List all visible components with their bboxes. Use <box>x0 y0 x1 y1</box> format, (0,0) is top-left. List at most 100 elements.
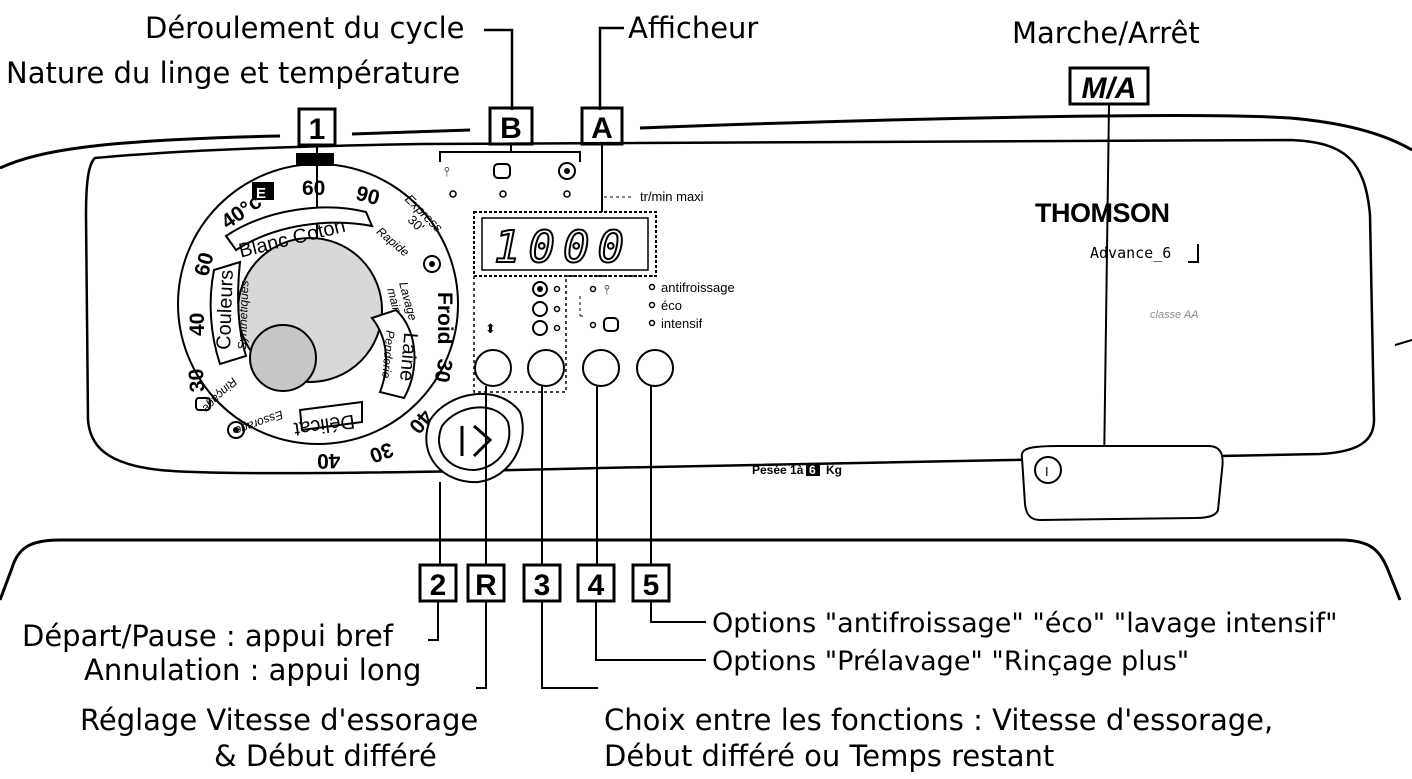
hand-wash-icon <box>423 255 441 273</box>
power-button[interactable]: I <box>1020 445 1224 522</box>
model-bracket <box>1188 244 1199 263</box>
leader-afficheur <box>598 26 624 110</box>
digital-display: 1000 <box>473 211 657 277</box>
panel-top-outline <box>0 114 1412 170</box>
opt-intensif: intensif <box>661 316 703 331</box>
label-annulation: Annulation : appui long <box>84 653 421 687</box>
box-ma-text: M/A <box>1082 72 1137 105</box>
dial-couleurs: Couleurs <box>213 269 238 350</box>
bottom-leaders <box>428 386 706 689</box>
box-4-text: 4 <box>588 569 605 602</box>
opt-eco: éco <box>661 298 682 313</box>
label-nature: Nature du linge et température <box>6 56 460 90</box>
spin-icon <box>227 421 245 439</box>
leader-ma <box>1103 103 1110 471</box>
callout-box-a: A <box>580 106 624 146</box>
model-name: Advance_6 <box>1090 244 1171 262</box>
option-indicators: ⫯ antifroissage éco intensif <box>589 280 735 332</box>
power-icon <box>1034 456 1062 484</box>
dial-froid: Froid <box>433 292 456 345</box>
dial-e-box <box>252 182 274 200</box>
label-choix-2: Début différé ou Temps restant <box>604 739 1054 773</box>
cycle-indicators: ⫯ <box>444 162 576 198</box>
box-3-text: 3 <box>534 569 551 602</box>
callout-box-3: 3 <box>522 563 562 603</box>
start-chevron-icon <box>472 424 493 458</box>
panel-body-outline <box>0 138 1412 601</box>
start-pause-button[interactable] <box>425 392 524 484</box>
pesee-value: 6 <box>809 463 816 477</box>
dial-40-bottom: 40 <box>317 449 341 473</box>
prewash-icon: ⫯ <box>444 164 450 179</box>
rinse-icon <box>195 397 211 411</box>
wash-icon <box>493 163 511 179</box>
callout-box-r: R <box>466 563 506 603</box>
time-left-icon <box>532 320 548 336</box>
function-indicators: ⬍ <box>485 281 561 336</box>
prewash-option-icon: ⫯ <box>604 282 610 297</box>
pesee-box <box>806 463 820 476</box>
box-1-text: 1 <box>309 113 326 146</box>
dial-30-bottom: 30 <box>366 437 396 467</box>
dial-express: Express <box>402 191 446 235</box>
display-value: 1000 <box>494 222 632 273</box>
dotted-group-r3 <box>473 275 656 393</box>
dial-40-left: 40 <box>186 313 209 336</box>
opt-antifroissage: antifroissage <box>661 280 735 295</box>
pesee-prefix: Pesée 1à <box>752 463 804 477</box>
rinse-plus-icon <box>603 317 619 332</box>
banner-delicat <box>298 400 363 432</box>
banner-couleurs <box>209 260 248 366</box>
callout-box-ma: M/A <box>1068 66 1150 106</box>
callout-box-2: 2 <box>418 563 458 603</box>
callout-box-1: 1 <box>297 107 337 147</box>
label-reglage-1: Réglage Vitesse d'essorage <box>80 703 478 737</box>
banner-blanc-coton <box>224 206 374 252</box>
power-symbol: I <box>1045 464 1049 479</box>
label-afficheur: Afficheur <box>628 11 758 45</box>
faint-logo: classe AA <box>1150 309 1199 321</box>
box-b-text: B <box>500 112 522 145</box>
button-4[interactable] <box>582 349 620 387</box>
box-5-text: 5 <box>643 569 660 602</box>
label-reglage-2: & Début différé <box>214 739 437 773</box>
dial-knob-handle <box>249 324 317 392</box>
dial-90: 90 <box>353 182 382 210</box>
button-5[interactable] <box>636 349 674 387</box>
box-2-text: 2 <box>430 569 447 602</box>
brand-logo: THOMSON <box>1035 198 1170 228</box>
dial-e: E <box>256 185 266 202</box>
label-choix-1: Choix entre les fonctions : Vitesse d'es… <box>604 703 1273 737</box>
leader-deroulement <box>484 28 514 110</box>
button-3[interactable] <box>527 349 565 387</box>
callout-box-4: 4 <box>576 563 616 603</box>
callout-box-b: B <box>488 106 534 146</box>
dial-rapide: Rapide <box>374 224 412 259</box>
dial-main: main <box>384 286 404 315</box>
label-deroulement: Déroulement du cycle <box>145 11 465 45</box>
dotted-opt-line <box>579 296 586 317</box>
dial-top-marker <box>296 153 334 166</box>
dial-30-left: 30 <box>185 368 210 393</box>
bracket-b <box>439 144 581 162</box>
dial-penderie: Penderie <box>379 330 397 379</box>
dial-30-right: 30 <box>430 357 457 384</box>
label-marche: Marche/Arrêt <box>1012 16 1200 50</box>
spin-cycle-icon <box>558 162 576 180</box>
label-opt-5: Options "antifroissage" "éco" "lavage in… <box>712 608 1338 639</box>
box-a-text: A <box>591 112 613 145</box>
label-opt-4: Options "Prélavage" "Rinçage plus" <box>712 646 1189 677</box>
spin-speed-icon <box>532 281 548 297</box>
button-r[interactable] <box>474 349 512 387</box>
dial-60-top: 60 <box>302 177 325 200</box>
weight-label: Pesée 1à 6 Kg <box>752 463 842 477</box>
delay-start-icon <box>532 301 548 317</box>
up-down-arrows-icon: ⬍ <box>485 321 496 336</box>
pesee-unit: Kg <box>826 463 842 477</box>
box-r-text: R <box>475 569 497 602</box>
dial-synthetiques: Synthétiques <box>235 280 251 350</box>
callout-box-5: 5 <box>631 563 671 603</box>
banner-laine <box>370 308 416 400</box>
label-depart: Départ/Pause : appui bref <box>22 619 394 653</box>
